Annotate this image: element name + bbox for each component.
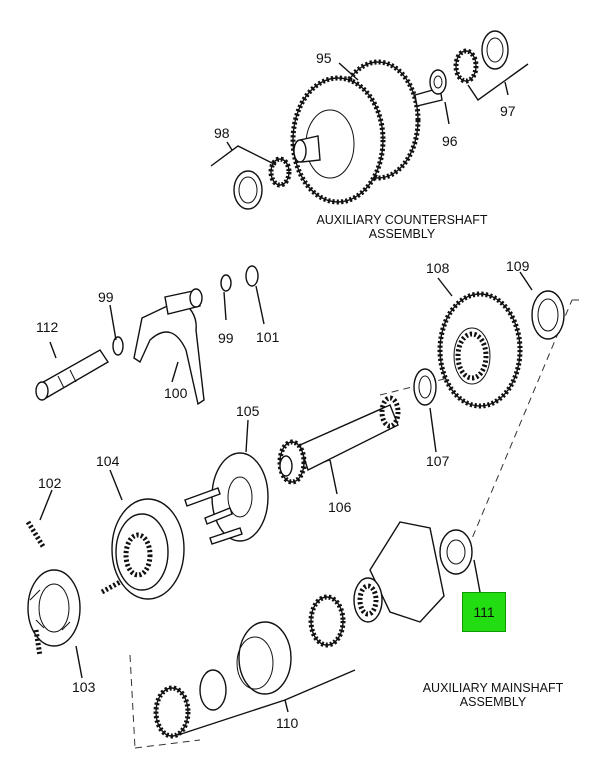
synchronizer-104[interactable] — [111, 498, 185, 600]
callout-97: 97 — [500, 103, 516, 119]
range-piston-plate-105[interactable] — [184, 452, 269, 545]
spring-102[interactable] — [25, 520, 122, 657]
callout-112: 112 — [36, 319, 59, 335]
nut-111[interactable] — [439, 529, 473, 575]
synchronizer-ring-103[interactable] — [27, 569, 81, 647]
mainshaft-gear-108[interactable] — [437, 291, 523, 409]
callout-96: 96 — [442, 133, 458, 149]
callout-105: 105 — [236, 403, 260, 419]
countershaft-caption-line2: ASSEMBLY — [368, 227, 436, 241]
callout-108: 108 — [426, 260, 450, 276]
countershaft-caption-line1: AUXILIARY COUNTERSHAFT — [316, 213, 488, 227]
washer-109[interactable] — [531, 290, 565, 340]
bearing-cone-97[interactable] — [453, 30, 509, 84]
spacer-washer-96[interactable] — [429, 69, 447, 95]
mainshaft-caption-line1: AUXILIARY MAINSHAFT — [422, 681, 564, 695]
countershaft-caption: AUXILIARY COUNTERSHAFT ASSEMBLY — [312, 213, 492, 241]
bearing-cone-98[interactable] — [233, 156, 292, 210]
mainshaft-caption-line2: ASSEMBLY — [459, 695, 527, 709]
shift-fork-100[interactable] — [133, 288, 205, 406]
mainshaft-caption: AUXILIARY MAINSHAFT ASSEMBLY — [412, 681, 574, 709]
callout-104: 104 — [96, 453, 120, 469]
callout-95: 95 — [316, 50, 332, 66]
output-yoke[interactable] — [353, 521, 445, 623]
callout-110: 110 — [276, 715, 299, 731]
callout-102: 102 — [38, 475, 62, 491]
callout-99-left: 99 — [98, 289, 114, 305]
callout-107: 107 — [426, 453, 450, 469]
callout-103: 103 — [72, 679, 96, 695]
callout-106: 106 — [328, 499, 352, 515]
callout-98: 98 — [214, 125, 230, 141]
callout-100: 100 — [164, 385, 188, 401]
callout-109: 109 — [506, 258, 530, 274]
washer-107[interactable] — [413, 368, 437, 406]
callout-111-highlight[interactable]: 111 — [462, 592, 506, 632]
shift-rail-112[interactable] — [35, 349, 109, 401]
mainshaft-106[interactable] — [277, 395, 401, 485]
callout-101: 101 — [256, 329, 280, 345]
callout-99-right: 99 — [218, 330, 234, 346]
snap-ring-99-right[interactable] — [220, 274, 232, 292]
countershaft-gear-95[interactable] — [290, 59, 443, 205]
snap-ring-101[interactable] — [245, 265, 259, 287]
callout-111: 111 — [473, 604, 495, 620]
bearing-set-110[interactable] — [153, 594, 346, 739]
snap-ring-99-left[interactable] — [112, 336, 124, 356]
